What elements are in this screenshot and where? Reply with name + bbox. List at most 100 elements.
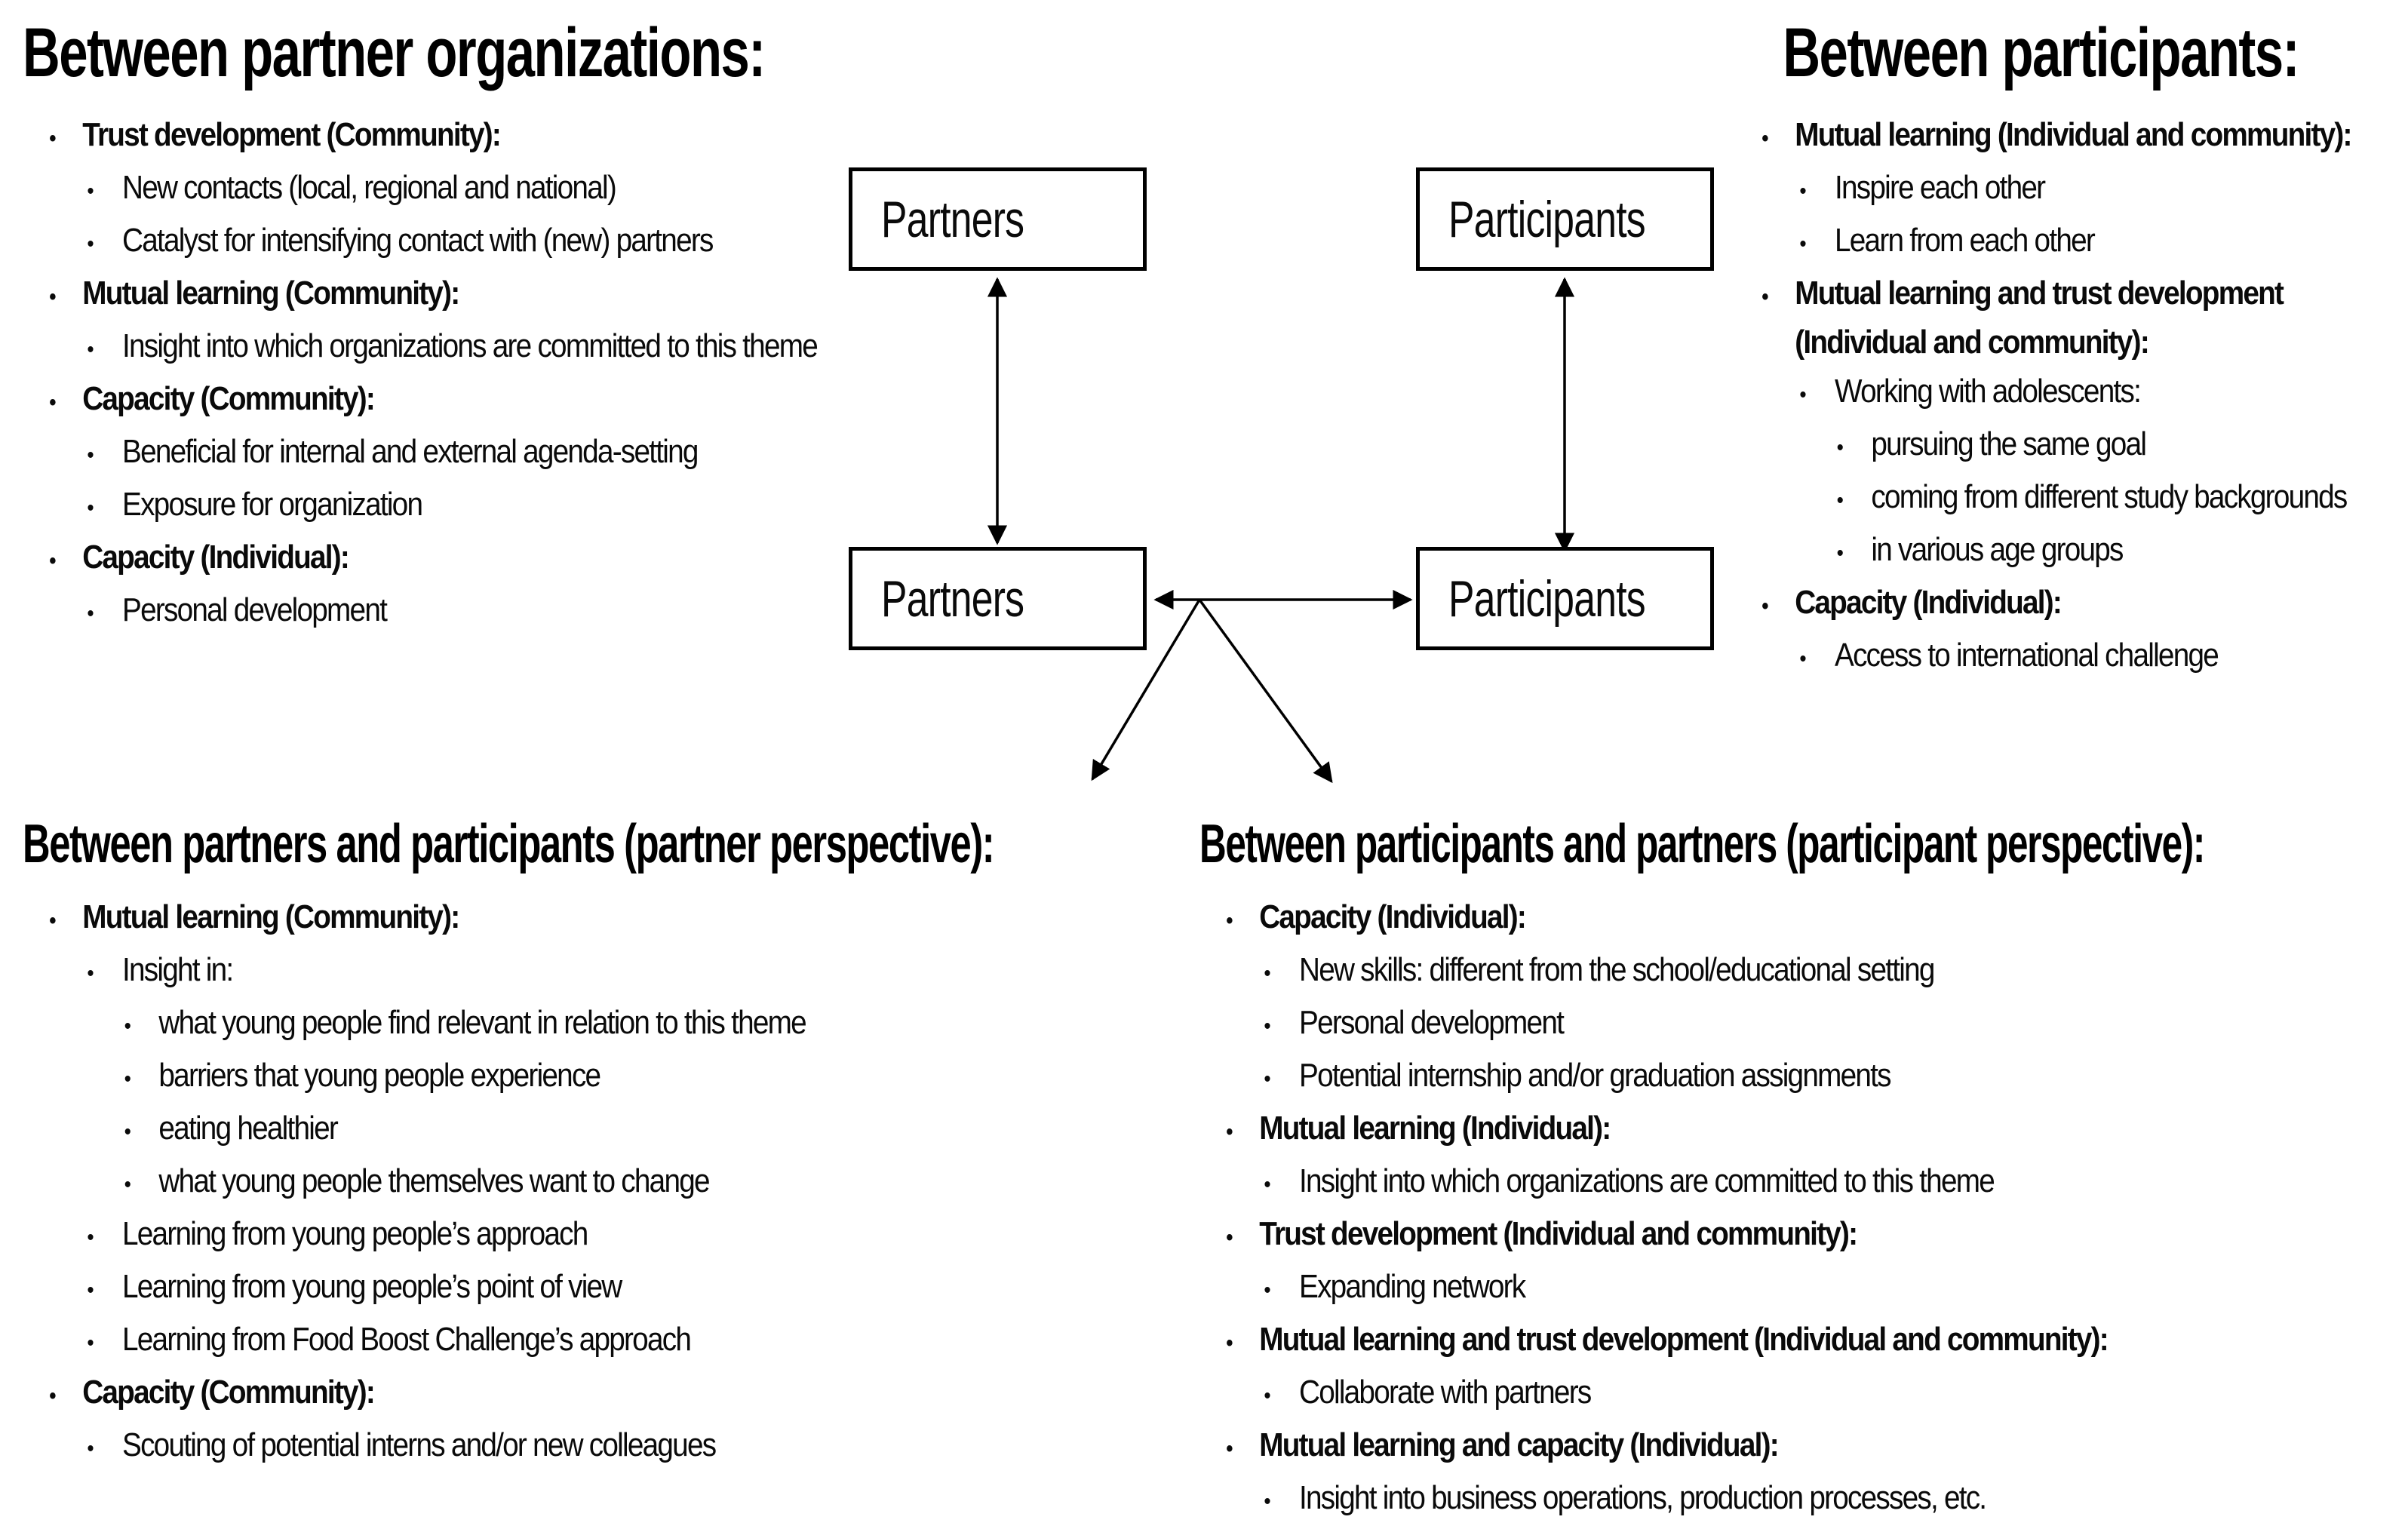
bullet-icon: •	[124, 1013, 131, 1039]
list-item: •Capacity (Individual):	[23, 533, 1154, 585]
bullet-icon: •	[87, 442, 94, 468]
bullet-icon: •	[1836, 434, 1844, 460]
bullet-icon: •	[1264, 1488, 1270, 1514]
bullet-icon: •	[1264, 1013, 1270, 1039]
list-item: •Capacity (Community):	[23, 374, 1154, 427]
diagram-box-partners-bottom: Partners	[849, 547, 1147, 650]
list-item: •Expanding network	[1199, 1262, 2388, 1315]
list-item: •Mutual learning and trust development (…	[1735, 269, 2399, 367]
list-item: •Beneficial for internal and external ag…	[23, 427, 1154, 480]
bullet-icon: •	[1799, 178, 1806, 204]
bullet-icon: •	[1761, 284, 1768, 309]
list-item: •Access to international challenge	[1735, 631, 2399, 683]
bullet-icon: •	[87, 336, 94, 362]
section-title: Between partner organizations:	[23, 14, 766, 91]
box-label: Partners	[881, 190, 1024, 248]
list-item: •what young people find relevant in rela…	[23, 998, 1171, 1051]
list-item: •Mutual learning (Individual):	[1199, 1104, 2388, 1156]
list-item: •Inspire each other	[1735, 163, 2399, 216]
box-label: Participants	[1448, 190, 1646, 248]
bullet-icon: •	[1761, 593, 1768, 619]
list-item: •Potential internship and/or graduation …	[1199, 1051, 2388, 1104]
bullet-icon: •	[87, 1330, 94, 1356]
list-item: •Personal development	[1199, 998, 2388, 1051]
list-item: •Exposure for organization	[23, 480, 1154, 533]
bullet-icon: •	[49, 389, 56, 415]
list-item: •Insight into business operations, produ…	[1199, 1473, 2388, 1526]
list-item: •Mutual learning (Community):	[23, 269, 1154, 321]
bullet-icon: •	[1226, 1224, 1233, 1250]
bullet-icon: •	[49, 907, 56, 933]
bullet-icon: •	[124, 1066, 131, 1091]
list-item: •Learning from young people’s point of v…	[23, 1262, 1171, 1315]
box-label: Partners	[881, 570, 1024, 628]
bullet-icon: •	[1264, 1171, 1270, 1197]
bullet-icon: •	[87, 1224, 94, 1250]
list-item: •Capacity (Individual):	[1735, 578, 2399, 631]
list-item: •Mutual learning (Individual and communi…	[1735, 110, 2399, 163]
arrow-diagonal-to-partner-perspective	[1091, 599, 1201, 781]
list-item: •Scouting of potential interns and/or ne…	[23, 1420, 1171, 1473]
bullet-icon: •	[124, 1119, 131, 1144]
bullet-icon: •	[124, 1171, 131, 1197]
section-title: Between partners and participants (partn…	[23, 814, 995, 874]
bullet-icon: •	[1799, 646, 1806, 671]
bullet-icon: •	[87, 495, 94, 520]
bullet-icon: •	[1836, 487, 1844, 513]
bullet-icon: •	[49, 125, 56, 151]
list-item: •Insight into which organizations are co…	[23, 321, 1154, 374]
list-item: •Catalyst for intensifying contact with …	[23, 216, 1154, 269]
bullet-icon: •	[1264, 1383, 1270, 1408]
list-item: •Learning from Food Boost Challenge’s ap…	[23, 1315, 1171, 1368]
list-item: •Capacity (Individual):	[1199, 892, 2388, 945]
list-item: •in various age groups	[1735, 525, 2399, 578]
bullet-icon: •	[1226, 907, 1233, 933]
bullet-icon: •	[1264, 1066, 1270, 1091]
list-item: •Trust development (Community):	[23, 110, 1154, 163]
list-item: •pursuing the same goal	[1735, 419, 2399, 472]
list-item: •New skills: different from the school/e…	[1199, 945, 2388, 998]
bullet-icon: •	[1761, 125, 1768, 151]
bullet-icon: •	[1264, 960, 1270, 986]
bullet-icon: •	[49, 1383, 56, 1408]
list-item: •what young people themselves want to ch…	[23, 1156, 1171, 1209]
section-title: Between participants:	[1783, 14, 2299, 91]
list-item: •Learn from each other	[1735, 216, 2399, 269]
bullet-icon: •	[87, 1277, 94, 1303]
list-item: •eating healthier	[23, 1104, 1171, 1156]
bullet-icon: •	[1799, 231, 1806, 256]
diagram-arrows	[987, 277, 1575, 784]
list-item: •Collaborate with partners	[1199, 1368, 2388, 1420]
diagram-box-participants-bottom: Participants	[1416, 547, 1714, 650]
bullet-icon: •	[1264, 1277, 1270, 1303]
section-title: Between participants and partners (parti…	[1199, 814, 2205, 874]
list-item: •Insight in:	[23, 945, 1171, 998]
diagram-box-participants-top: Participants	[1416, 167, 1714, 271]
arrow-diagonal-to-participant-perspective	[1198, 598, 1333, 784]
section-between-participants: Between participants: •Mutual learning (…	[1735, 14, 2399, 683]
list-item: •New contacts (local, regional and natio…	[23, 163, 1154, 216]
bullet-icon: •	[87, 178, 94, 204]
diagram-box-partners-top: Partners	[849, 167, 1147, 271]
list-item: •Insight into which organizations are co…	[1199, 1156, 2388, 1209]
bullet-icon: •	[1226, 1119, 1233, 1144]
list-item: •Personal development	[23, 585, 1154, 638]
list-item: •Mutual learning and trust development (…	[1199, 1315, 2388, 1368]
list-item: •coming from different study backgrounds	[1735, 472, 2399, 525]
bullet-icon: •	[87, 231, 94, 256]
section-partner-perspective: Between partners and participants (partn…	[23, 813, 1171, 1473]
bullet-icon: •	[1836, 540, 1844, 566]
bullet-icon: •	[49, 548, 56, 573]
bullet-icon: •	[87, 600, 94, 626]
bullet-icon: •	[87, 1435, 94, 1461]
list-item: •Working with adolescents:	[1735, 367, 2399, 419]
section-between-partner-organizations: Between partner organizations: •Trust de…	[23, 14, 1154, 638]
section-participant-perspective: Between participants and partners (parti…	[1199, 813, 2388, 1526]
bullet-icon: •	[1799, 382, 1806, 407]
list-item: •barriers that young people experience	[23, 1051, 1171, 1104]
bullet-icon: •	[49, 284, 56, 309]
list-item: •Trust development (Individual and commu…	[1199, 1209, 2388, 1262]
list-item: •Capacity (Community):	[23, 1368, 1171, 1420]
list-item: •Mutual learning (Community):	[23, 892, 1171, 945]
list-item: •Learning from young people’s approach	[23, 1209, 1171, 1262]
